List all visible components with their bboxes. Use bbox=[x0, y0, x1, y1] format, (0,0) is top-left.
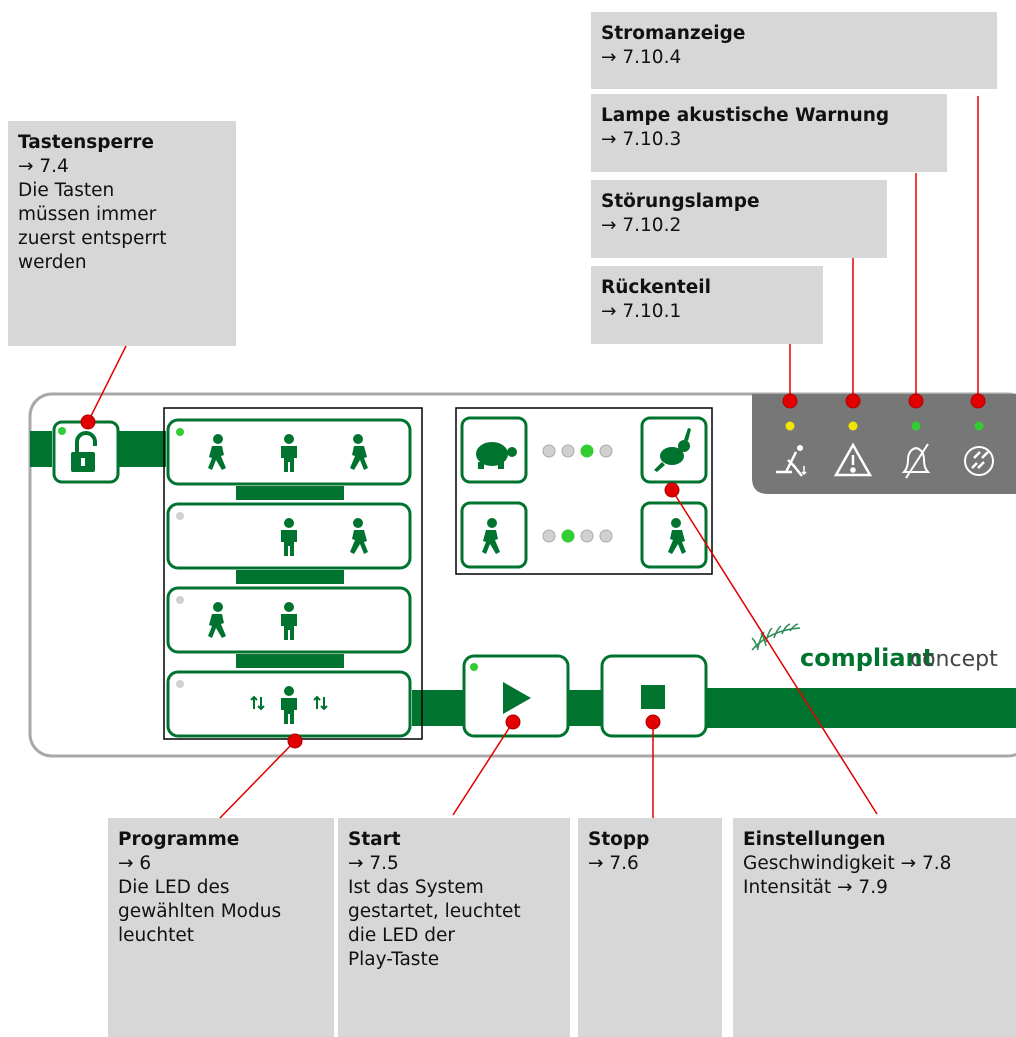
callout-line: Die LED des bbox=[118, 877, 230, 898]
callout-programme: Programme → 6 Die LED des gewählten Modu… bbox=[108, 818, 334, 1037]
level-dot bbox=[561, 444, 575, 458]
intensity-level-indicator bbox=[542, 529, 613, 543]
callout-ref: → 7.5 bbox=[348, 853, 399, 874]
callout-ref: → 6 bbox=[118, 853, 152, 874]
level-dot bbox=[561, 529, 575, 543]
speed-fast-button[interactable] bbox=[640, 416, 708, 484]
rabbit-icon bbox=[654, 428, 691, 472]
callout-ref: → 7.10.4 bbox=[601, 47, 682, 68]
brand-name-bold: compliant bbox=[800, 644, 934, 672]
callout-ref: → 7.10.1 bbox=[601, 301, 682, 322]
callout-line: die LED der bbox=[348, 925, 455, 946]
program-button-2[interactable] bbox=[166, 502, 412, 570]
pointer-dots bbox=[80, 393, 986, 749]
unlock-icon bbox=[71, 431, 97, 472]
program-led bbox=[176, 680, 184, 688]
play-led bbox=[470, 663, 478, 671]
callout-tastensperre: Tastensperre → 7.4 Die Tasten müssen imm… bbox=[8, 121, 236, 346]
callout-rueckenteil: Rückenteil → 7.10.1 bbox=[591, 266, 823, 344]
intensity-low-button[interactable] bbox=[460, 501, 528, 569]
green-separator bbox=[236, 570, 344, 584]
callout-line: leuchtet bbox=[118, 925, 195, 946]
status-panel bbox=[752, 394, 1016, 494]
callout-stopp: Stopp → 7.6 bbox=[578, 818, 722, 1037]
brand-logo: compliant concept bbox=[751, 623, 998, 672]
program-led bbox=[176, 512, 184, 520]
intensity-high-button[interactable] bbox=[640, 501, 708, 569]
callout-einstellungen: Einstellungen Geschwindigkeit → 7.8 Inte… bbox=[733, 818, 1016, 1037]
callout-line: werden bbox=[18, 252, 87, 273]
green-bar-stop bbox=[568, 690, 602, 726]
callout-title: Programme bbox=[118, 829, 240, 850]
callout-title: Einstellungen bbox=[743, 829, 886, 850]
speed-slow-button[interactable] bbox=[460, 416, 528, 484]
program-button-4[interactable] bbox=[166, 670, 412, 738]
backrest-led bbox=[785, 421, 795, 431]
stop-button[interactable] bbox=[600, 654, 708, 738]
callout-title: Stromanzeige bbox=[601, 23, 746, 44]
backrest-icon bbox=[776, 445, 807, 477]
stop-icon bbox=[641, 685, 665, 709]
callout-lampe-akustische-warnung: Lampe akustische Warnung → 7.10.3 bbox=[591, 94, 947, 172]
program-button-1[interactable] bbox=[166, 418, 412, 486]
level-dot bbox=[580, 529, 594, 543]
callout-title: Rückenteil bbox=[601, 277, 711, 298]
speed-level-indicator bbox=[542, 444, 613, 458]
fern-logo-mark bbox=[751, 623, 801, 651]
callout-line: müssen immer bbox=[18, 204, 157, 225]
callout-stromanzeige: Stromanzeige → 7.10.4 bbox=[591, 12, 997, 89]
callout-line: Ist das System bbox=[348, 877, 484, 898]
callout-line: gestartet, leuchtet bbox=[348, 901, 521, 922]
callout-line: Intensität → 7.9 bbox=[743, 877, 888, 898]
level-dot bbox=[599, 444, 613, 458]
callout-line: Die Tasten bbox=[18, 180, 115, 201]
play-icon bbox=[503, 682, 531, 714]
program-led bbox=[176, 428, 184, 436]
callout-line: zuerst entsperrt bbox=[18, 228, 167, 249]
callout-line: gewählten Modus bbox=[118, 901, 282, 922]
callout-line: Geschwindigkeit → 7.8 bbox=[743, 853, 952, 874]
callout-title: Stopp bbox=[588, 829, 650, 850]
callout-ref: → 7.4 bbox=[18, 156, 69, 177]
muted-bell-icon bbox=[901, 443, 931, 479]
lock-led bbox=[58, 427, 66, 435]
green-bar-right bbox=[706, 688, 1016, 728]
turtle-icon bbox=[476, 442, 517, 469]
power-plug-icon bbox=[964, 446, 994, 476]
level-dot bbox=[542, 444, 556, 458]
green-separator bbox=[236, 486, 344, 500]
callout-stoerungslampe: Störungslampe → 7.10.2 bbox=[591, 180, 887, 258]
green-bar-play bbox=[412, 690, 464, 726]
callout-ref: → 7.6 bbox=[588, 853, 639, 874]
acoustic-warning-led bbox=[911, 421, 921, 431]
callout-ref: → 7.10.3 bbox=[601, 129, 682, 150]
level-dot bbox=[599, 529, 613, 543]
settings-group-frame bbox=[455, 407, 713, 575]
fault-led bbox=[848, 421, 858, 431]
up-down-arrows-icon bbox=[250, 695, 328, 711]
green-bar-left bbox=[30, 431, 52, 467]
warning-triangle-icon bbox=[833, 442, 873, 477]
green-separator bbox=[236, 654, 344, 668]
callout-title: Tastensperre bbox=[18, 132, 154, 153]
lock-button[interactable] bbox=[52, 420, 120, 484]
level-dot bbox=[580, 444, 594, 458]
callout-start: Start → 7.5 Ist das System gestartet, le… bbox=[338, 818, 570, 1037]
callout-ref: → 7.10.2 bbox=[601, 215, 682, 236]
program-button-3[interactable] bbox=[166, 586, 412, 654]
level-dot bbox=[542, 529, 556, 543]
callout-title: Start bbox=[348, 829, 401, 850]
pointer-lines bbox=[87, 96, 979, 819]
green-bar-lock bbox=[118, 431, 166, 467]
brand-name-light: concept bbox=[910, 647, 998, 672]
program-led bbox=[176, 596, 184, 604]
power-led bbox=[974, 421, 984, 431]
callout-line: Play-Taste bbox=[348, 949, 440, 970]
callout-title: Störungslampe bbox=[601, 191, 760, 212]
play-button[interactable] bbox=[462, 654, 570, 738]
callout-title: Lampe akustische Warnung bbox=[601, 105, 890, 126]
